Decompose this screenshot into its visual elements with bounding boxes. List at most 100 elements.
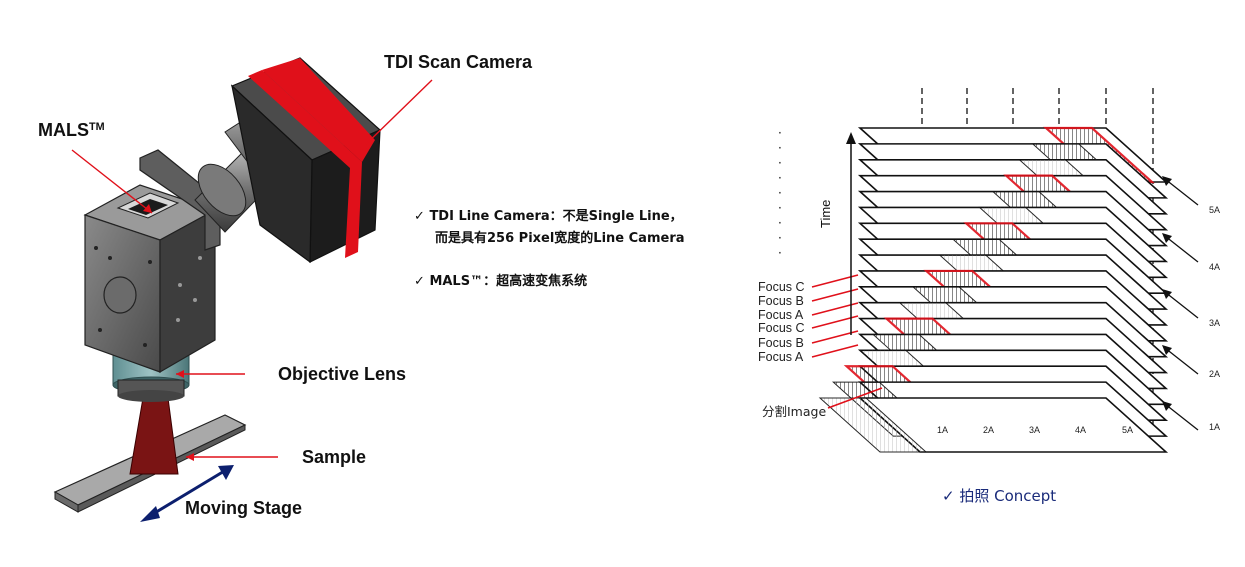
focus-layer [857, 365, 1169, 422]
time-axis-label: Time [818, 199, 833, 228]
column-dashed-guides [921, 88, 1154, 438]
focus-label: Focus A [758, 350, 804, 364]
focus-leader-line [811, 344, 859, 358]
focus-leader-line [811, 315, 859, 329]
side-arrow-line [1164, 403, 1199, 431]
image-patch [978, 206, 1087, 262]
image-patch [991, 191, 1101, 247]
side-arrows [1162, 176, 1199, 431]
time-axis [846, 132, 856, 335]
image-patch [898, 302, 1008, 358]
image-patch [858, 349, 968, 405]
focus-layer [857, 206, 1169, 263]
split-image-leader [827, 387, 883, 409]
side-arrow-line [1164, 347, 1199, 375]
column-label: 2A [983, 425, 995, 435]
focus-layer [857, 317, 1169, 374]
label-mals-text: MALS [38, 120, 89, 140]
illumination-cone [129, 397, 179, 475]
focus-layer [857, 222, 1169, 279]
focus-layer [857, 349, 1169, 406]
focus-label: Focus C [758, 280, 805, 294]
column-label: 1A [937, 425, 949, 435]
note-line-1: TDI Line Camera：不是Single Line， [429, 209, 683, 224]
focus-layer [857, 381, 1169, 437]
focus-layer [857, 158, 1169, 215]
side-label: 3A [1209, 318, 1221, 328]
focus-layer [857, 286, 1169, 342]
focus-leader-line [811, 302, 859, 316]
focus-leader-line [811, 274, 859, 288]
image-patch [831, 381, 941, 437]
continuation-dots: · · · · · · · · · [778, 126, 782, 260]
focus-layer [857, 254, 1169, 310]
side-label: 1A [1209, 422, 1221, 432]
focus-leader-line [811, 288, 859, 302]
moving-stage-arrow [140, 465, 234, 522]
mount-bracket [139, 149, 221, 251]
label-mals-trademark: TM [89, 121, 105, 134]
image-patch [871, 333, 981, 389]
camera-red-band [248, 70, 362, 258]
side-arrow-head [1162, 401, 1172, 411]
label-moving-stage: Moving Stage [185, 498, 303, 518]
side-arrow-line [1164, 291, 1199, 319]
label-objective-lens: Objective Lens [278, 364, 407, 384]
image-patch [963, 222, 1076, 279]
label-mals: MALSTM [38, 120, 105, 141]
note-mals: ✓ MALS™：超高速变焦系统 [414, 270, 587, 289]
side-arrow-head [1162, 289, 1172, 299]
focus-layer [857, 174, 1169, 231]
side-label: 4A [1209, 262, 1221, 272]
side-arrow-head [1162, 176, 1172, 186]
side-label: 2A [1209, 369, 1221, 379]
image-patch [843, 365, 956, 422]
focus-label: Focus B [758, 294, 804, 308]
column-label: 3A [1029, 425, 1041, 435]
focus-layer [857, 238, 1169, 294]
focus-label: Focus A [758, 308, 804, 322]
split-image-label: 分割Image [762, 404, 827, 419]
concept-caption: ✓ 拍照 Concept [942, 487, 1057, 505]
focus-layer [857, 190, 1169, 247]
image-patch [938, 254, 1047, 310]
side-arrow-line [1164, 178, 1199, 206]
image-patch [1043, 126, 1155, 184]
focus-layer [857, 301, 1169, 358]
focus-label: Focus B [758, 336, 804, 350]
focus-layer [857, 127, 1169, 183]
image-patch [911, 286, 1021, 342]
side-label: 5A [1209, 205, 1221, 215]
focus-label: Focus C [758, 321, 805, 335]
check-mark-icon: ✓ [414, 209, 425, 224]
image-patch [1003, 174, 1115, 231]
tdi-camera-body [230, 57, 382, 264]
label-sample: Sample [302, 447, 367, 467]
check-mark-icon: ✓ [414, 274, 425, 289]
focus-cube [83, 184, 217, 374]
side-arrow-line [1164, 235, 1199, 263]
note-line-camera-width: 而是具有256 Pixel宽度的Line Camera [435, 231, 685, 246]
focus-layer [857, 143, 1169, 199]
column-label: 4A [1075, 425, 1087, 435]
image-patch [818, 397, 928, 453]
focus-layer [857, 333, 1169, 390]
label-tdi-scan-camera: TDI Scan Camera [384, 52, 533, 72]
image-patch [883, 317, 996, 374]
image-patch [951, 238, 1061, 294]
image-patch [923, 269, 1036, 327]
side-arrow-head [1162, 345, 1172, 355]
focus-layer-stack [811, 126, 1169, 453]
image-patch [1031, 143, 1141, 199]
focus-layer [857, 397, 1169, 453]
note-line-3: MALS™：超高速变焦系统 [429, 274, 588, 289]
note-tdi-line-camera: ✓ TDI Line Camera：不是Single Line， [414, 205, 683, 224]
side-arrow-head [1162, 233, 1172, 243]
focus-leader-line [811, 330, 859, 344]
column-label: 5A [1122, 425, 1134, 435]
image-patch [1018, 159, 1127, 215]
callout-arrows [71, 79, 433, 461]
focus-layer [857, 270, 1169, 326]
camera-assembly-illustration [53, 57, 433, 522]
